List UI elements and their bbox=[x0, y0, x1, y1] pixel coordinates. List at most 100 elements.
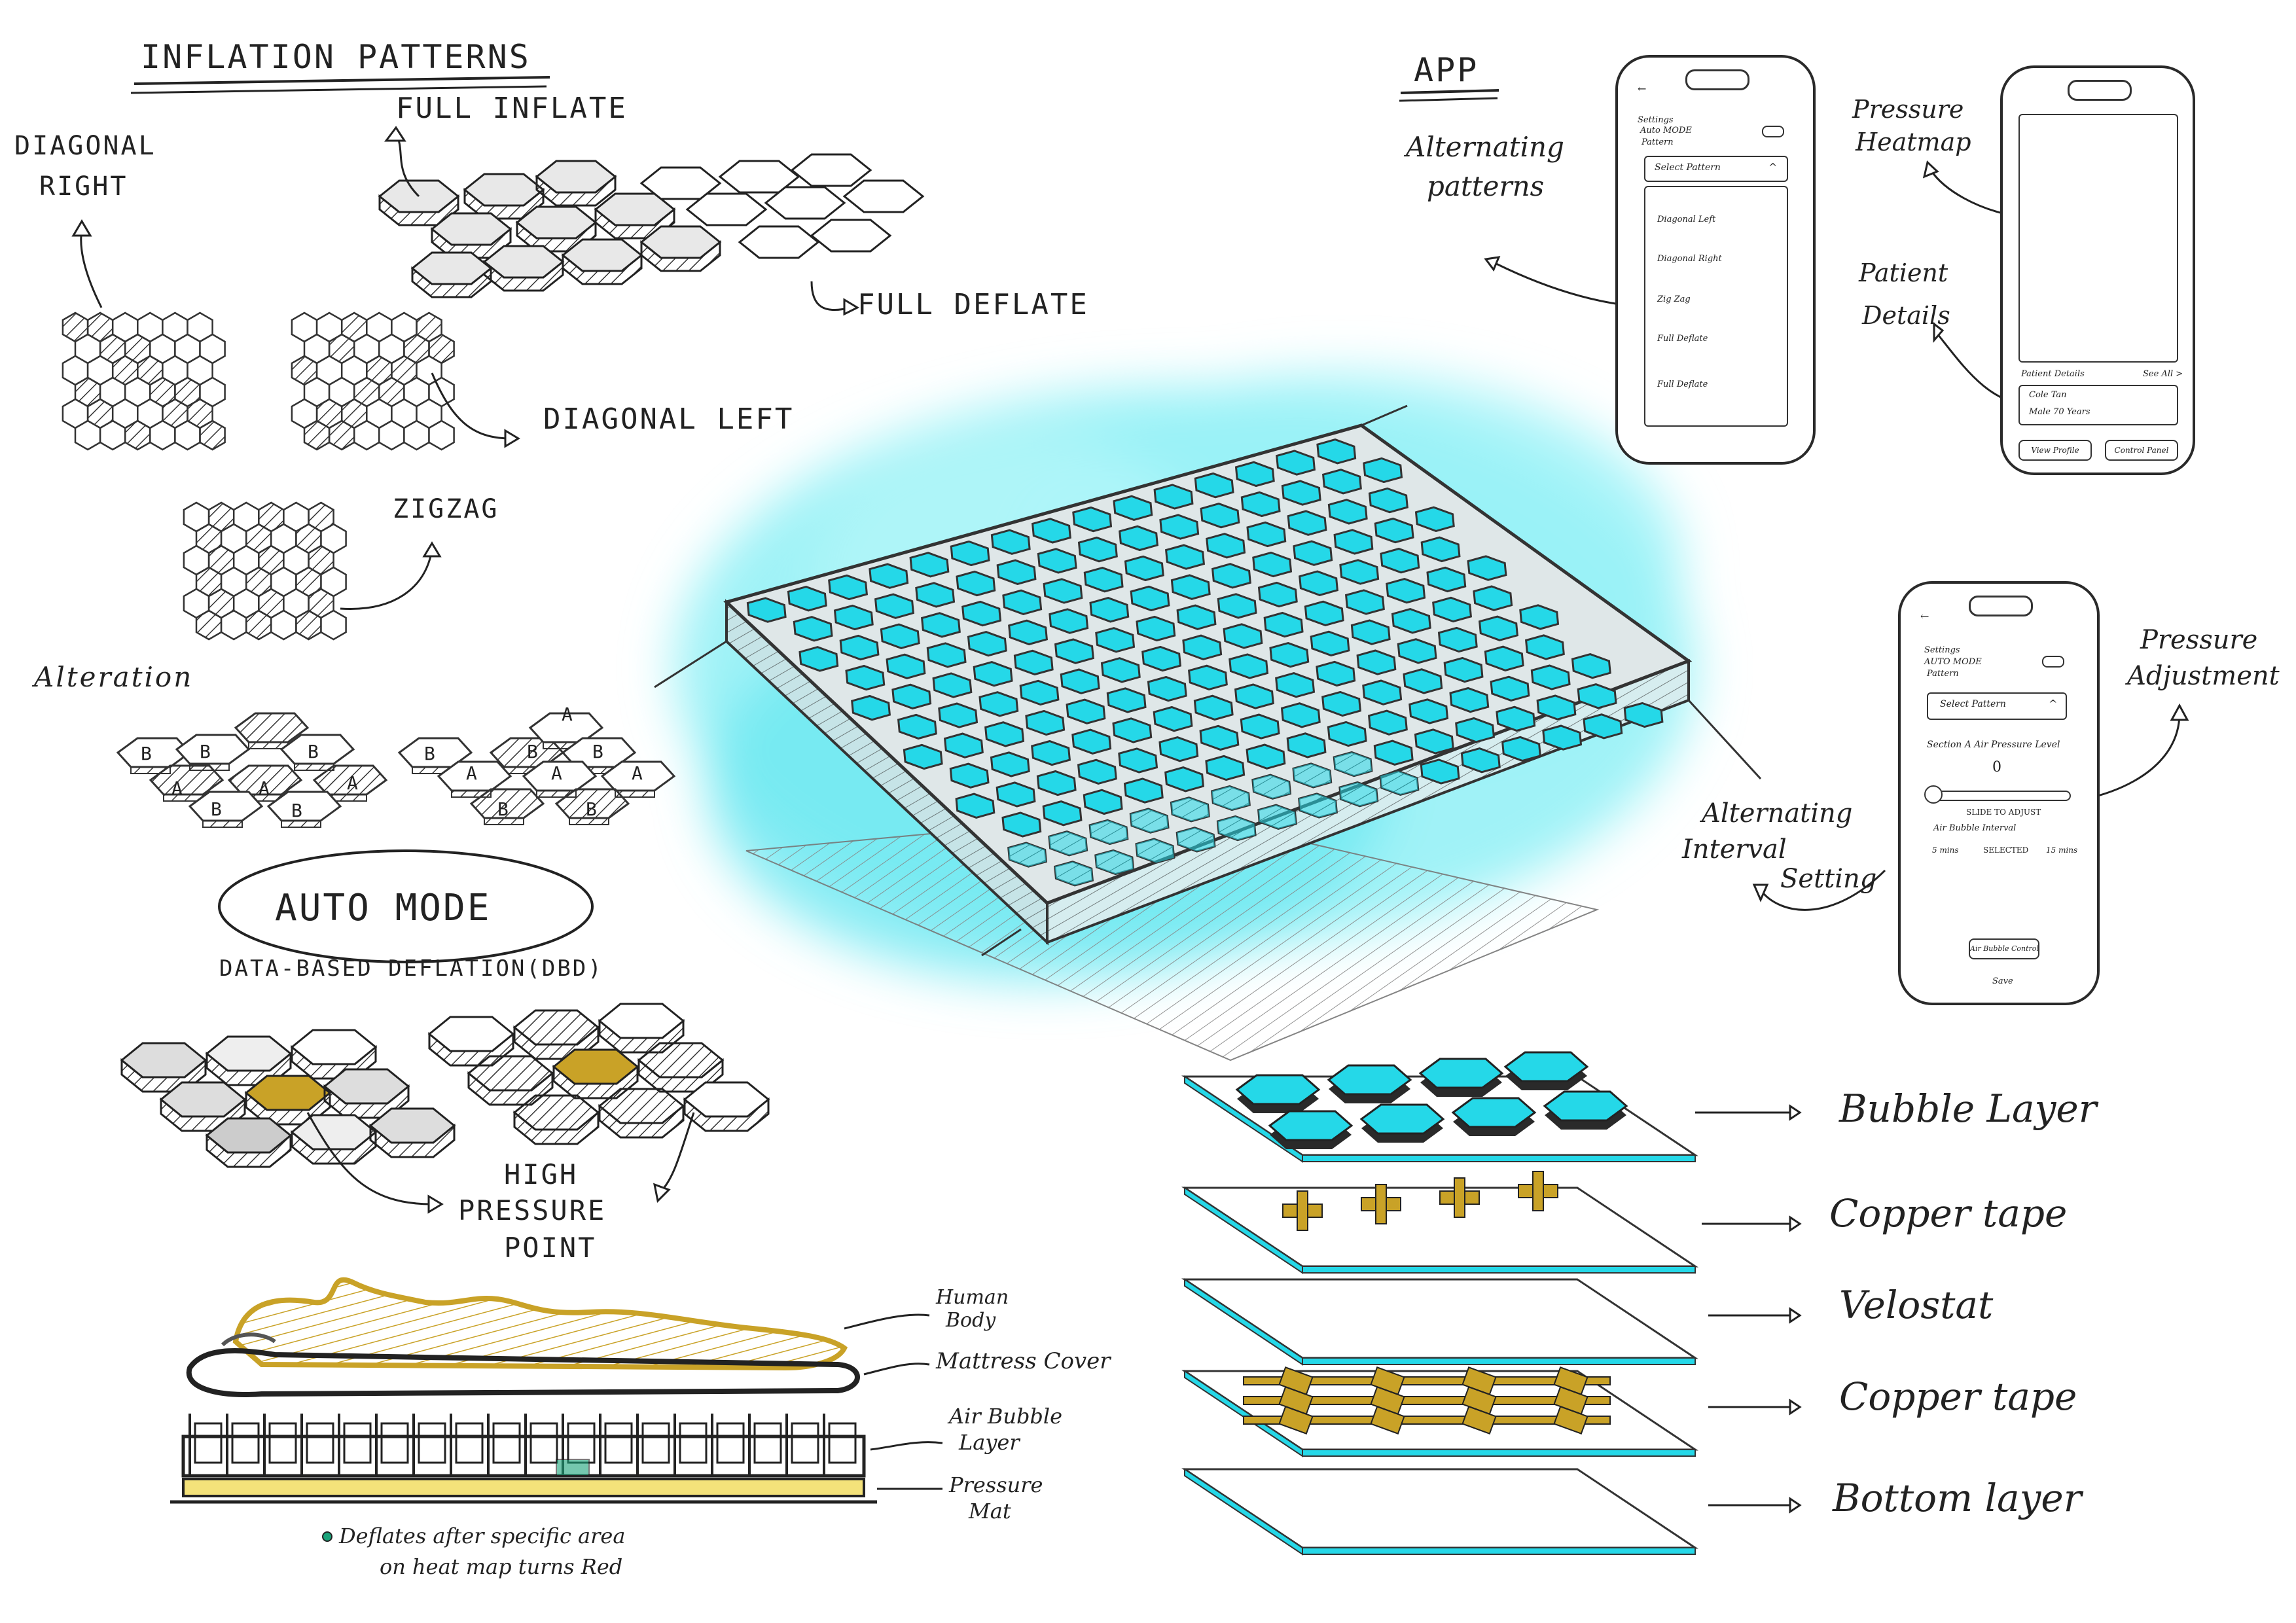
bubble-cell bbox=[344, 1423, 370, 1463]
air-bubble-control-button[interactable]: Air Bubble Control bbox=[1969, 938, 2039, 959]
app-heading-underline bbox=[1399, 98, 1498, 101]
copper-strip bbox=[1454, 1178, 1465, 1217]
pattern-hex-cell bbox=[304, 421, 329, 450]
pattern-label: Pattern bbox=[1641, 137, 1674, 147]
iso-hex-top bbox=[740, 226, 818, 258]
see-all-link[interactable]: See All > bbox=[2143, 369, 2183, 379]
pattern-hex-cell bbox=[196, 611, 221, 639]
layer-sheet bbox=[1185, 1469, 1695, 1548]
alternating-patterns-label: Alternating bbox=[1406, 131, 1564, 163]
iso-hex-top bbox=[844, 181, 923, 212]
pattern-option-label[interactable]: Full Deflate bbox=[1657, 334, 1708, 344]
auto-mode-toggle[interactable] bbox=[2042, 656, 2064, 668]
arrow-head bbox=[2172, 705, 2187, 720]
air-bubble-layer-box bbox=[183, 1436, 864, 1476]
arrow-head bbox=[429, 1196, 442, 1212]
pattern-hex-cell bbox=[296, 611, 321, 639]
pattern-option-label[interactable]: Diagonal Left bbox=[1657, 215, 1715, 224]
slider-thumb[interactable] bbox=[1924, 785, 1943, 804]
bubble-cell bbox=[568, 1423, 594, 1463]
cell-label-b: B bbox=[424, 743, 437, 764]
auto-mode-toggle[interactable] bbox=[1762, 126, 1784, 137]
phone-notch bbox=[1969, 596, 2033, 616]
phone-adjustment-screen: ← Settings AUTO MODE Pattern Select Patt… bbox=[1898, 581, 2100, 1005]
cell-label-a: A bbox=[259, 777, 272, 799]
control-panel-button[interactable]: Control Panel bbox=[2105, 440, 2178, 461]
bubble-cell bbox=[605, 1423, 632, 1463]
heatmap-area bbox=[2018, 114, 2178, 363]
app-heading: APP bbox=[1414, 51, 1479, 89]
interval-label: Air Bubble Interval bbox=[1933, 823, 2016, 833]
pattern-hex-cell bbox=[75, 421, 100, 450]
air-bubble-cells bbox=[190, 1414, 855, 1476]
phone-heatmap-screen: Patient Details See All > Cole Tan Male … bbox=[2000, 65, 2195, 475]
alteration-label: Alteration bbox=[34, 661, 193, 693]
cell-label-b: B bbox=[592, 741, 605, 762]
pattern-option-label[interactable]: Full Deflate bbox=[1657, 380, 1708, 389]
phone-pattern-screen: ← Settings Auto MODE Pattern Select Patt… bbox=[1615, 55, 1816, 465]
interval-option-selected[interactable]: SELECTED bbox=[1983, 846, 2028, 855]
view-profile-button[interactable]: View Profile bbox=[2018, 440, 2092, 461]
layer-edge bbox=[1302, 1358, 1695, 1364]
settings-label: Settings bbox=[1638, 115, 1674, 125]
arrow-head bbox=[424, 543, 440, 556]
arrow-head bbox=[1790, 1106, 1800, 1119]
arrow-head bbox=[655, 1185, 669, 1201]
layer-stack-drawing bbox=[1185, 1052, 1695, 1554]
save-button[interactable]: Save bbox=[1992, 976, 2013, 986]
pattern-hex-cell bbox=[100, 421, 125, 450]
high-pressure-label: POINT bbox=[504, 1232, 596, 1264]
patient-info: Male 70 Years bbox=[2029, 407, 2090, 417]
auto-mode-title: AUTO MODE bbox=[275, 887, 491, 929]
cell-label-b: B bbox=[141, 743, 154, 764]
arrow-air-bubble bbox=[870, 1442, 942, 1450]
human-body-label: Body bbox=[946, 1309, 996, 1332]
patient-details-label: Details bbox=[1862, 301, 1950, 330]
pattern-hex-cell bbox=[200, 421, 225, 450]
interval-option-15[interactable]: 15 mins bbox=[2046, 846, 2077, 855]
dbd-subtitle: DATA-BASED DEFLATION(DBD) bbox=[219, 955, 603, 982]
pressure-mat-label: Pressure bbox=[949, 1472, 1043, 1497]
auto-mode-label: AUTO MODE bbox=[1924, 657, 1982, 667]
mattress-edge-line bbox=[1689, 700, 1761, 779]
back-button[interactable]: ← bbox=[1638, 82, 1646, 95]
pattern-option-label[interactable]: Zig Zag bbox=[1657, 294, 1691, 304]
phone-notch bbox=[1685, 69, 1749, 90]
diagonal-left-label: DIAGONAL LEFT bbox=[543, 402, 794, 436]
pattern-hex-cell bbox=[150, 421, 175, 450]
cell-label-b: B bbox=[586, 798, 599, 820]
cross-section-drawing bbox=[170, 1280, 877, 1541]
interval-option-5[interactable]: 5 mins bbox=[1932, 846, 1959, 855]
bubble-cell bbox=[1237, 1075, 1319, 1104]
pressure-adjustment-label: Adjustment bbox=[2127, 661, 2280, 691]
pressure-slider[interactable] bbox=[1927, 791, 2071, 801]
pattern-option-label[interactable]: Diagonal Right bbox=[1657, 254, 1722, 264]
pressure-mat-bar bbox=[183, 1479, 864, 1496]
bubble-cell bbox=[195, 1423, 221, 1463]
back-button[interactable]: ← bbox=[1920, 610, 1929, 622]
phone-notch bbox=[2068, 80, 2132, 101]
bubble-cell bbox=[307, 1423, 333, 1463]
bubble-cell bbox=[1453, 1098, 1535, 1127]
arrow-head bbox=[1790, 1217, 1800, 1230]
mattress-cover-label: Mattress Cover bbox=[936, 1348, 1111, 1374]
bubble-cell bbox=[829, 1423, 855, 1463]
cell-label-b: B bbox=[291, 800, 304, 821]
bubble-cell bbox=[270, 1423, 296, 1463]
layer-label-copper-bottom: Copper tape bbox=[1839, 1374, 2077, 1419]
arrow-zigzag bbox=[340, 550, 432, 609]
deflated-cell bbox=[556, 1459, 589, 1476]
bubble-cell bbox=[382, 1423, 408, 1463]
cell-label-a: A bbox=[551, 762, 564, 784]
cell-label-a: A bbox=[466, 762, 479, 784]
iso-hex-top bbox=[792, 154, 870, 186]
bubble-cell bbox=[419, 1423, 445, 1463]
bubble-cell bbox=[792, 1423, 818, 1463]
human-body-label: Human bbox=[936, 1286, 1009, 1309]
arrow-head bbox=[1924, 162, 1937, 177]
bubble-cell bbox=[531, 1423, 557, 1463]
inflation-patterns-heading: INFLATION PATTERNS bbox=[141, 38, 531, 76]
pattern-hex-cell bbox=[321, 611, 346, 639]
pressure-heatmap-label: Pressure bbox=[1852, 95, 1964, 124]
pressure-adjustment-label: Pressure bbox=[2140, 625, 2257, 655]
